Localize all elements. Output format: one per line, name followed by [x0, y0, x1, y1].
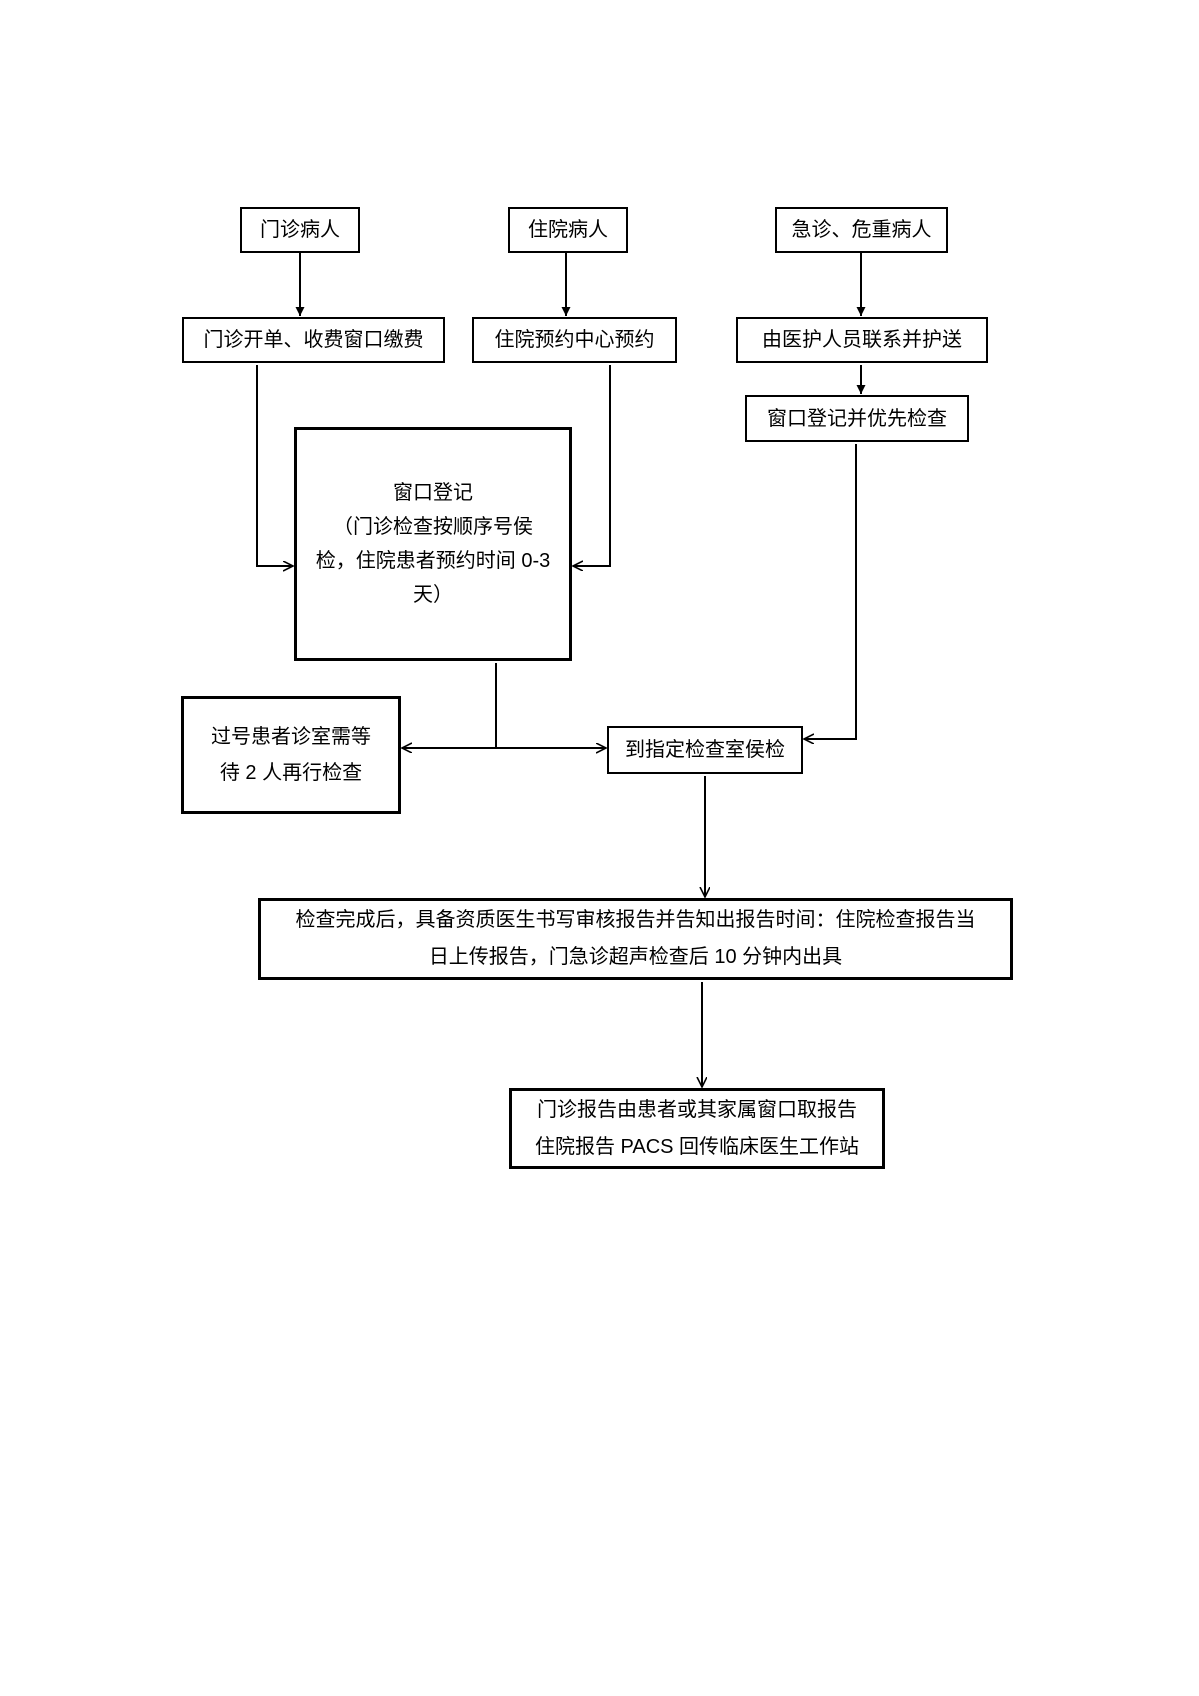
node-report-delivery-line: 住院报告 PACS 回传临床医生工作站	[534, 1135, 860, 1158]
node-exam-room-wait: 到指定检查室侯检	[607, 726, 803, 774]
node-window-register-line: 窗口登记	[393, 482, 473, 504]
node-report-issue-line: 日上传报告，门急诊超声检查后 10 分钟内出具	[428, 946, 843, 968]
node-inpatient-label: 住院病人	[528, 219, 608, 241]
node-missed-number-line: 过号患者诊室需等	[211, 726, 371, 748]
node-window-register-line: 天）	[413, 584, 453, 606]
node-emergency: 急诊、危重病人	[775, 207, 948, 253]
node-report-issue: 检查完成后，具备资质医生书写审核报告并告知出报告时间：住院检查报告当 日上传报告…	[258, 898, 1013, 980]
node-window-register-line: 检，住院患者预约时间 0-3	[315, 550, 551, 572]
node-window-register: 窗口登记 （门诊检查按顺序号侯 检，住院患者预约时间 0-3 天）	[294, 427, 572, 661]
node-report-issue-line: 检查完成后，具备资质医生书写审核报告并告知出报告时间：住院检查报告当	[295, 909, 976, 931]
node-outpatient-order-label: 门诊开单、收费窗口缴费	[203, 329, 424, 351]
node-report-delivery: 门诊报告由患者或其家属窗口取报告 住院报告 PACS 回传临床医生工作站	[509, 1088, 885, 1169]
node-priority-register-label: 窗口登记并优先检查	[767, 407, 947, 430]
node-outpatient-label: 门诊病人	[260, 219, 340, 241]
node-escort-label: 由医护人员联系并护送	[762, 329, 962, 351]
node-inpatient: 住院病人	[508, 207, 628, 253]
elbow-priority-register-to-exam-room	[804, 444, 857, 739]
node-inpatient-booking-label: 住院预约中心预约	[494, 329, 655, 351]
node-exam-room-wait-label: 到指定检查室侯检	[625, 739, 785, 761]
node-inpatient-booking: 住院预约中心预约	[472, 317, 677, 363]
node-report-delivery-line: 门诊报告由患者或其家属窗口取报告	[537, 1098, 857, 1121]
node-priority-register: 窗口登记并优先检查	[745, 395, 969, 442]
elbow-order-to-window-register	[256, 365, 293, 566]
elbow-booking-to-window-register	[573, 365, 611, 566]
node-escort: 由医护人员联系并护送	[736, 317, 988, 363]
node-outpatient-order: 门诊开单、收费窗口缴费	[182, 317, 445, 363]
node-window-register-line: （门诊检查按顺序号侯	[333, 516, 533, 538]
node-missed-number-line: 待 2 人再行检查	[219, 762, 363, 784]
node-missed-number: 过号患者诊室需等 待 2 人再行检查	[181, 696, 401, 814]
node-outpatient: 门诊病人	[240, 207, 360, 253]
node-emergency-label: 急诊、危重病人	[791, 219, 932, 241]
